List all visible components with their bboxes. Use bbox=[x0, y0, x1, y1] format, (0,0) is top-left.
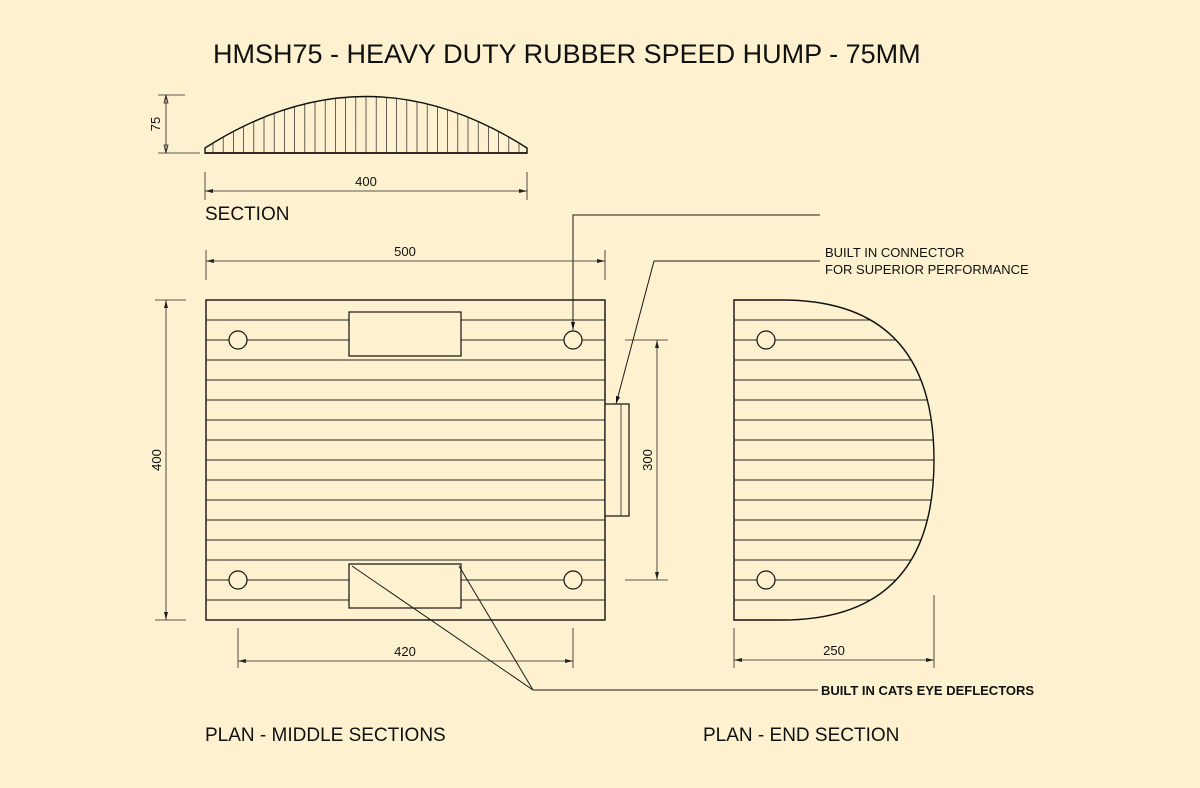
bolt-hole bbox=[228, 330, 248, 350]
drawing-title: HMSH75 - HEAVY DUTY RUBBER SPEED HUMP - … bbox=[213, 39, 921, 69]
plan-end-label: PLAN - END SECTION bbox=[703, 725, 899, 746]
plan-middle-label: PLAN - MIDDLE SECTIONS bbox=[205, 725, 446, 746]
arrow-icon bbox=[597, 259, 605, 263]
arrow-icon bbox=[616, 396, 620, 404]
plan-middle-view: 500 400 300 420 PLAN - MIDDLE SECTIONS bbox=[149, 244, 668, 746]
hump-profile bbox=[204, 95, 528, 154]
arrow-icon bbox=[164, 612, 168, 620]
section-label: SECTION bbox=[205, 204, 289, 225]
section-view: 75 400 SECTION bbox=[148, 94, 528, 225]
middle-section-ribs bbox=[206, 319, 605, 601]
arrow-icon bbox=[206, 259, 214, 263]
connector-leader-to-tab bbox=[615, 260, 820, 405]
hump-hatching bbox=[212, 96, 520, 153]
bolt-hole bbox=[563, 330, 583, 350]
cats-eye-leader-right bbox=[458, 565, 534, 691]
arrow-icon bbox=[164, 300, 168, 308]
bolt-hole bbox=[756, 570, 776, 590]
section-width-dim: 400 bbox=[355, 174, 377, 189]
arrow-icon bbox=[163, 144, 169, 154]
plan-height-dim: 400 bbox=[149, 449, 164, 471]
arrow-icon bbox=[655, 572, 659, 580]
connector-leader-to-hole bbox=[572, 214, 820, 330]
connector-tab bbox=[604, 403, 630, 517]
arrow-icon bbox=[571, 322, 575, 330]
section-height-dim: 75 bbox=[148, 117, 163, 131]
arrow-icon bbox=[734, 658, 742, 662]
bolt-hole bbox=[228, 570, 248, 590]
top-cats-eye-recess bbox=[348, 311, 462, 357]
bottom-cats-eye-recess bbox=[348, 563, 462, 609]
end-section-outline bbox=[733, 299, 935, 621]
arrow-icon bbox=[163, 94, 169, 104]
hole-spacing-dim: 420 bbox=[394, 644, 416, 659]
arrow-icon bbox=[205, 189, 213, 193]
connector-dim: 300 bbox=[640, 449, 655, 471]
bolt-hole bbox=[563, 570, 583, 590]
arrow-icon bbox=[926, 658, 934, 662]
connector-callout: BUILT IN CONNECTOR FOR SUPERIOR PERFORMA… bbox=[571, 214, 1029, 405]
plan-end-view: 250 PLAN - END SECTION bbox=[703, 299, 935, 746]
arrow-icon bbox=[565, 659, 573, 663]
arrow-icon bbox=[655, 340, 659, 348]
connector-note-line1: BUILT IN CONNECTOR bbox=[825, 245, 964, 260]
end-section-ribs bbox=[734, 319, 934, 601]
end-width-dim: 250 bbox=[823, 643, 845, 658]
bolt-hole bbox=[756, 330, 776, 350]
cats-eye-callout: BUILT IN CATS EYE DEFLECTORS bbox=[351, 565, 1034, 698]
arrow-icon bbox=[519, 189, 527, 193]
cats-eye-note: BUILT IN CATS EYE DEFLECTORS bbox=[821, 683, 1034, 698]
arrow-icon bbox=[238, 659, 246, 663]
connector-note-line2: FOR SUPERIOR PERFORMANCE bbox=[825, 262, 1029, 277]
plan-width-dim: 500 bbox=[394, 244, 416, 259]
